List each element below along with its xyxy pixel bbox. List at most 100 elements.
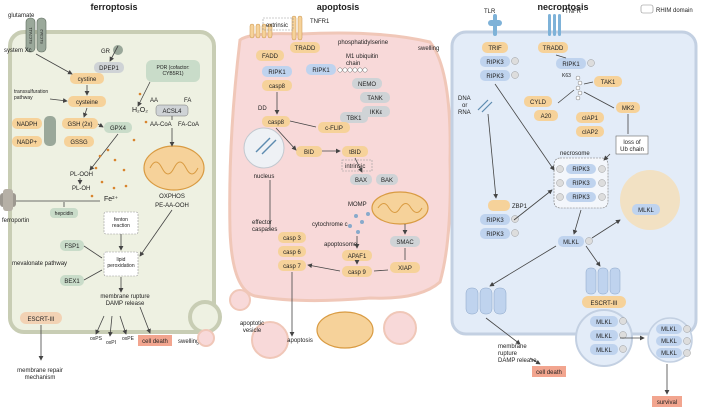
bex1-node: BEX1 [64, 279, 80, 285]
apaf1-node: APAF1 [348, 254, 367, 260]
momp-label: MOMP [348, 202, 367, 208]
necrosome-ripk3-c: RIPK3 [572, 195, 590, 201]
dd-label: DD [258, 106, 267, 112]
casp8-node-b: casp8 [268, 120, 285, 126]
tank-node: TANK [367, 96, 383, 102]
smac-node: SMAC [396, 240, 414, 246]
released-mlkl-a: MLKL [661, 327, 677, 333]
oxphos-label: OXPHOS [159, 194, 185, 200]
necroptosis-arrows [485, 54, 670, 395]
pl-oh-label: PL-OH [72, 186, 90, 192]
mlkl-node-free: MLKL [563, 240, 579, 246]
k63-ubiquitin-chain [575, 75, 583, 101]
dpep1-node: DPEP1 [99, 66, 119, 72]
aa-label: AA [150, 98, 158, 104]
oxps-label: oxPS [90, 336, 103, 342]
apoptosis-outcome-label: apoptosis [287, 338, 313, 344]
casp8-node-a: casp8 [269, 84, 286, 90]
oxpe-label: oxPE [122, 336, 135, 342]
nucleus-label: nucleus [254, 174, 275, 180]
nadph-node: NADPH [16, 122, 37, 128]
aa-coa-label: AA-CoA [150, 122, 172, 128]
m1-ubiquitin-chain [337, 67, 368, 73]
fsp1-node: FSP1 [64, 244, 80, 250]
survival-box: survival [657, 400, 677, 406]
apop-ripk1-node-a: RIPK1 [268, 70, 286, 76]
apop-swelling-label: swelling [418, 46, 439, 52]
phospho-circles [511, 57, 691, 357]
necro-cell-death-box: cell death [536, 370, 562, 376]
slc3a2-label: SLC3A2 [39, 28, 44, 44]
zbp1-ripk3-a: RIPK3 [486, 218, 504, 224]
nucleus-necro [620, 170, 680, 230]
ferroptosis-panel: ferroptosis SLC7A11 SLC3A2 glutamate sys… [0, 2, 222, 381]
ferroptosis-swelling-bulge [188, 300, 222, 334]
apoptotic-vesicles [197, 289, 417, 359]
vesicle-mlkl-b: MLKL [596, 334, 612, 340]
gsh-node: GSH (2x) [67, 122, 92, 128]
zbp1-ripk3-b: RIPK3 [486, 232, 504, 238]
casp7-node: casp 7 [283, 264, 301, 270]
fadd-node: FADD [262, 54, 279, 60]
gr-pacman-icon [113, 45, 123, 55]
mevalonate-label: mevalonate pathway [12, 261, 67, 267]
apoptosis-nucleus [243, 127, 285, 169]
necrosome-label: necrosome [560, 151, 590, 157]
cytochrome-c-label: cytochrome c [312, 222, 348, 228]
phosphatidylserine-label: phosphatidylserine [338, 40, 389, 46]
gpx4-node: GPX4 [110, 126, 127, 132]
ikke-node: IKKε [370, 110, 383, 116]
tbk1-node: TBK1 [346, 116, 362, 122]
por-node: POR (cofactor:CYB5R1) [156, 65, 189, 77]
glutamate-label: glutamate [8, 13, 35, 19]
ripk3-node-tlr-b: RIPK3 [486, 74, 504, 80]
k63-label: K63 [562, 73, 571, 79]
released-mlkl-c: MLKL [661, 351, 677, 357]
casp6-node: casp 6 [283, 250, 301, 256]
ferroptosis-arrows [16, 45, 175, 361]
apoptosome-label: apoptosome [324, 242, 358, 248]
tnfr-receptor [548, 14, 561, 36]
ferroportin-label: ferroportin [2, 218, 29, 224]
extrinsic-label: extrinsic [266, 23, 288, 29]
gr-label: GR [101, 49, 111, 55]
cytochrome-c-dots [348, 212, 370, 234]
system-xc-transporter: SLC7A11 SLC3A2 [25, 17, 47, 53]
cystine-node: cystine [78, 77, 97, 83]
nadp-node: NADP+ [17, 140, 38, 146]
fa-coa-label: FA-CoA [178, 122, 199, 128]
h2o2-label: H₂O₂ [132, 107, 148, 114]
slc7a11-label: SLC7A11 [28, 26, 33, 44]
necrosome-ripk3-a: RIPK3 [572, 167, 590, 173]
trif-node: TRIF [488, 46, 502, 52]
vesicle-mlkl-a: MLKL [596, 320, 612, 326]
bak-node: BAK [381, 178, 393, 184]
necroptosis-panel: necroptosis TLR TNFR RHIM domain TRIF RI… [450, 2, 698, 407]
mlkl-node-nuclear: MLKL [638, 208, 654, 214]
apoptosis-panel: apoptosis extrinsic TNFR1 phosphatidylse… [197, 2, 452, 359]
cysteine-node: cysteine [76, 100, 99, 106]
bid-node: BID [304, 150, 315, 156]
ferroportin-channel [0, 189, 16, 211]
necro-escrt-node: ESCRT-III [591, 301, 618, 307]
dna-rna-icon [477, 99, 493, 113]
system-xc-label: system Xc [4, 48, 32, 54]
intrinsic-label: intrinsic [345, 164, 365, 170]
bax-node: BAX [355, 178, 367, 184]
apoptosis-title: apoptosis [317, 2, 360, 12]
ripk3-node-tlr-a: RIPK3 [486, 60, 504, 66]
dna-fragment-icon [255, 137, 277, 155]
ferro-cell-death-box: cell death [142, 339, 168, 345]
pe-aa-ooh-label: PE-AA-OOH [155, 203, 189, 209]
zbp1-label: ZBP1 [512, 204, 528, 210]
mlkl-pore-right [585, 267, 621, 295]
oxpi-label: oxPI [106, 340, 116, 346]
ferroptosis-mitochondrion [143, 145, 205, 191]
